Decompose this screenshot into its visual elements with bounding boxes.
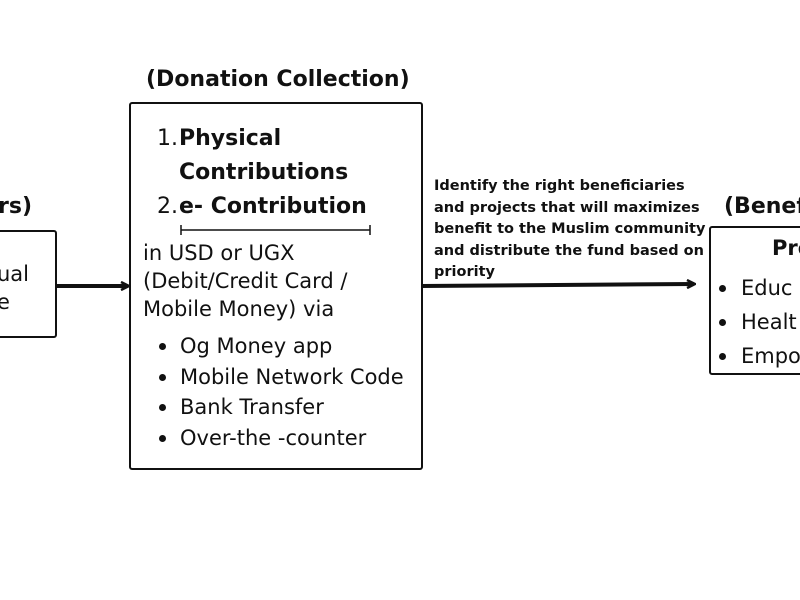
collection-box: 1. Physical Contributions 2. e- Contribu… [129, 102, 423, 470]
contribution-types-list: 1. Physical Contributions 2. e- Contribu… [131, 122, 421, 224]
collection-heading: (Donation Collection) [146, 67, 410, 92]
beneficiary-program-item: Educ [711, 271, 800, 305]
payment-channel-item: Og Money app [143, 331, 404, 362]
payment-channels-list: Og Money app Mobile Network Code Bank Tr… [143, 331, 404, 453]
payment-description-line: in USD or UGX [143, 241, 295, 265]
payment-description: in USD or UGX (Debit/Credit Card / Mobil… [143, 239, 347, 323]
contribution-type-item: 1. Physical Contributions [157, 126, 349, 185]
beneficiaries-subheading: Pro [772, 236, 800, 260]
payment-description-line: Mobile Money) via [143, 297, 335, 321]
beneficiary-programs-list: Educ Healt Empo [711, 271, 800, 373]
beneficiary-program-item: Empo [711, 339, 800, 373]
arrow-collection-to-beneficiaries [420, 284, 694, 286]
distribution-annotation: Identify the right beneficiaries and pro… [434, 178, 706, 280]
donors-box: ual e [0, 230, 57, 338]
contribution-type-item: 2. e- Contribution [157, 194, 367, 219]
beneficiaries-heading: (Benef [724, 194, 800, 219]
e-contribution-bracket [180, 225, 371, 235]
beneficiary-program-item: Healt [711, 305, 800, 339]
payment-channel-item: Mobile Network Code [143, 362, 404, 393]
payment-description-line: (Debit/Credit Card / [143, 269, 348, 293]
beneficiaries-box: Pro Educ Healt Empo [709, 226, 800, 375]
donors-box-line2: e [0, 290, 10, 314]
donors-heading: rs) [0, 194, 32, 219]
donors-box-line1: ual [0, 262, 30, 286]
payment-channel-item: Over-the -counter [143, 423, 404, 454]
payment-channel-item: Bank Transfer [143, 392, 404, 423]
